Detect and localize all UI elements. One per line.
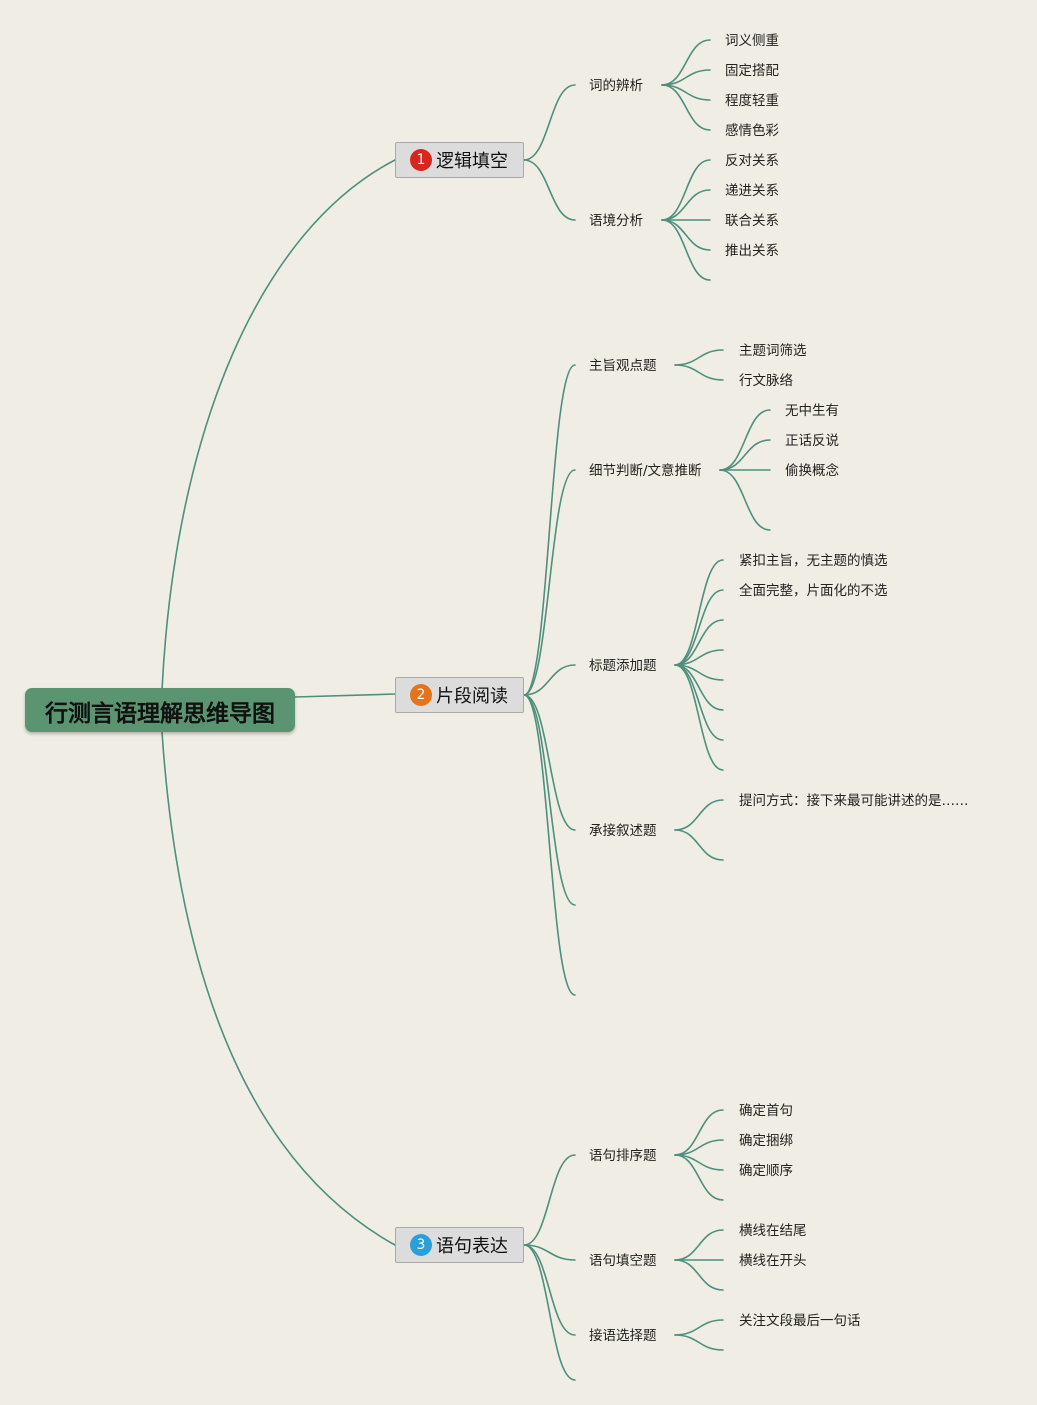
leaf-node[interactable]: 确定捆绑 (739, 1133, 793, 1149)
connector-line (523, 469, 576, 696)
subtopic-sentence-filling[interactable]: 语句填空题 (589, 1253, 657, 1269)
connector-line (674, 349, 724, 366)
connector-line (523, 84, 576, 161)
branch-passage-reading[interactable]: 2 片段阅读 (395, 677, 524, 713)
connector-line (674, 1109, 724, 1156)
connector-line (661, 159, 711, 221)
leaf-node[interactable]: 正话反说 (785, 433, 839, 449)
connector-line (674, 1259, 724, 1291)
leaf-node[interactable]: 横线在开头 (739, 1253, 807, 1269)
connector-line (661, 189, 711, 221)
leaf-node[interactable]: 行文脉络 (739, 373, 793, 389)
leaf-node[interactable]: 紧扣主旨，无主题的慎选 (739, 553, 888, 569)
connector-line (523, 1154, 576, 1246)
connector-line (661, 39, 711, 86)
leaf-node[interactable]: 无中生有 (785, 403, 839, 419)
connector-line (523, 1244, 576, 1261)
number-badge-icon: 1 (410, 149, 432, 171)
leaf-node[interactable]: 词义侧重 (725, 33, 779, 49)
subtopic-continuation[interactable]: 承接叙述题 (589, 823, 657, 839)
branch-label: 片段阅读 (436, 686, 508, 707)
connector-line (661, 219, 711, 281)
number-badge-icon: 2 (410, 684, 432, 706)
leaf-node[interactable]: 提问方式：接下来最可能讲述的是…… (739, 793, 969, 809)
number-badge-icon: 3 (410, 1234, 432, 1256)
leaf-node[interactable]: 全面完整，片面化的不选 (739, 583, 888, 599)
branch-logic-fill[interactable]: 1 逻辑填空 (395, 142, 524, 178)
leaf-node[interactable]: 横线在结尾 (739, 1223, 807, 1239)
subtopic-sentence-ordering[interactable]: 语句排序题 (589, 1148, 657, 1164)
branch-sentence-expression[interactable]: 3 语句表达 (395, 1227, 524, 1263)
connector-line (523, 159, 576, 221)
connector-line (674, 664, 724, 741)
leaf-node[interactable]: 反对关系 (725, 153, 779, 169)
connector-line (674, 829, 724, 861)
connector-line (523, 694, 576, 996)
root-topic[interactable]: 行测言语理解思维导图 (25, 688, 295, 732)
leaf-node[interactable]: 程度轻重 (725, 93, 779, 109)
connector-line (719, 439, 771, 471)
leaf-node[interactable]: 感情色彩 (725, 123, 779, 139)
connector-line (719, 469, 771, 531)
leaf-node[interactable]: 联合关系 (725, 213, 779, 229)
subtopic-detail-inference[interactable]: 细节判断/文意推断 (589, 463, 702, 479)
branch-label: 逻辑填空 (436, 151, 508, 172)
connector-line (523, 694, 576, 831)
leaf-node[interactable]: 递进关系 (725, 183, 779, 199)
connector-line (523, 1244, 576, 1381)
leaf-node[interactable]: 固定搭配 (725, 63, 779, 79)
leaf-node[interactable]: 偷换概念 (785, 463, 839, 479)
subtopic-title-adding[interactable]: 标题添加题 (589, 658, 657, 674)
connector-line (161, 159, 396, 691)
connector-line (523, 664, 576, 696)
connector-line (523, 1244, 576, 1336)
connector-line (674, 364, 724, 381)
root-topic-label: 行测言语理解思维导图 (45, 701, 275, 727)
connector-line (674, 589, 724, 666)
connector-line (161, 731, 396, 1246)
connector-line (523, 694, 576, 906)
connector-line (661, 219, 711, 251)
leaf-node[interactable]: 确定顺序 (739, 1163, 793, 1179)
leaf-node[interactable]: 关注文段最后一句话 (739, 1313, 861, 1329)
subtopic-follow-up-choice[interactable]: 接语选择题 (589, 1328, 657, 1344)
connector-line (661, 84, 711, 131)
leaf-node[interactable]: 主题词筛选 (739, 343, 807, 359)
subtopic-main-idea[interactable]: 主旨观点题 (589, 358, 657, 374)
connector-line (674, 619, 724, 666)
connector-line (674, 1334, 724, 1351)
connector-line (674, 1154, 724, 1201)
connector-line (294, 693, 396, 698)
leaf-node[interactable]: 确定首句 (739, 1103, 793, 1119)
subtopic-word-discrimination[interactable]: 词的辨析 (589, 78, 643, 94)
branch-label: 语句表达 (436, 1236, 508, 1257)
connector-line (523, 364, 576, 696)
leaf-node[interactable]: 推出关系 (725, 243, 779, 259)
connector-line (674, 664, 724, 771)
connector-line (674, 559, 724, 666)
connector-line (719, 409, 771, 471)
connector-line (674, 1229, 724, 1261)
subtopic-context-analysis[interactable]: 语境分析 (589, 213, 643, 229)
connector-line (674, 799, 724, 831)
connector-line (674, 1319, 724, 1336)
